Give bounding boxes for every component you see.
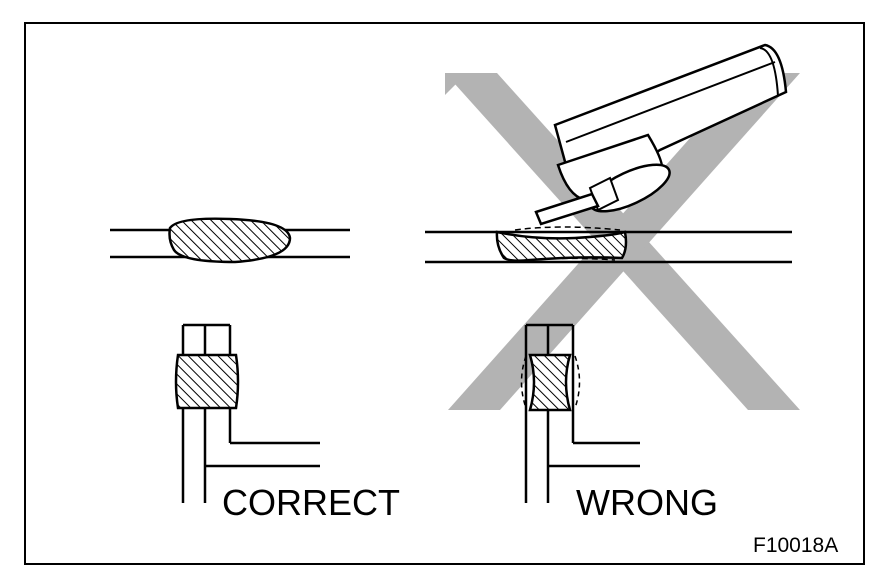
correct-weld-nugget bbox=[168, 217, 292, 264]
correct-side-view bbox=[110, 217, 350, 264]
wrong-label: WRONG bbox=[576, 482, 718, 523]
wrong-ground-nugget bbox=[495, 230, 628, 262]
wrong-side-view bbox=[425, 226, 792, 264]
correct-section-view bbox=[174, 323, 320, 503]
correct-panel: CORRECT bbox=[110, 217, 400, 523]
correct-section-nugget bbox=[174, 353, 240, 410]
figure-frame bbox=[24, 22, 865, 565]
correct-label: CORRECT bbox=[222, 482, 400, 523]
grinder-tool-icon bbox=[534, 43, 788, 226]
wrong-section-nugget bbox=[528, 353, 572, 412]
wrong-section-view bbox=[520, 323, 640, 503]
figure-code: F10018A bbox=[753, 534, 838, 557]
wrong-panel: WRONG bbox=[425, 43, 800, 523]
